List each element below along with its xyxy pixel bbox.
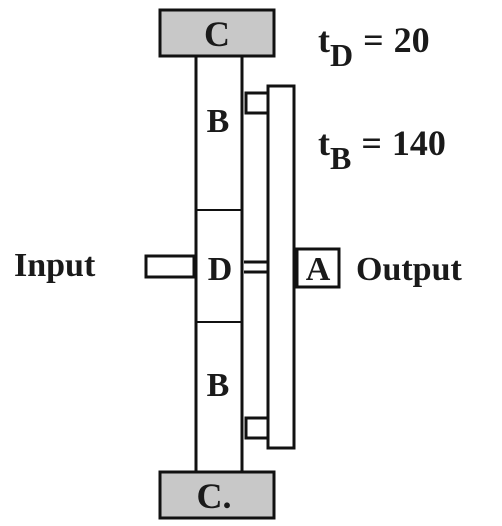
- teeth-d-equals: =: [363, 20, 384, 60]
- teeth-b-subscript: B: [330, 140, 351, 176]
- teeth-d-value: 20: [394, 20, 430, 60]
- lower-planet-label: B: [207, 367, 230, 404]
- teeth-b-value: 140: [392, 123, 446, 163]
- bottom-carrier-label: C.: [197, 476, 232, 516]
- ring-gear-label: A: [306, 251, 331, 288]
- teeth-d-symbol: t: [318, 20, 330, 60]
- top-carrier-label: C: [204, 14, 230, 54]
- upper-ring-connector: [244, 91, 270, 115]
- teeth-b-equals: =: [361, 123, 382, 163]
- input-label: Input: [14, 247, 96, 284]
- top-carrier: C: [158, 8, 276, 58]
- output-label: Output: [356, 251, 462, 288]
- bottom-carrier: C.: [158, 470, 276, 520]
- ring-gear-output: A Output: [295, 247, 462, 289]
- teeth-d-formula: tD =20: [318, 20, 430, 73]
- carrier-column: [194, 56, 244, 472]
- teeth-b-formula: tB =140: [318, 123, 446, 176]
- lower-ring-connector: [244, 416, 270, 440]
- teeth-d-subscript: D: [330, 37, 353, 73]
- input-shaft: Input: [14, 247, 196, 284]
- output-shaft: [244, 84, 296, 450]
- teeth-b-symbol: t: [318, 123, 330, 163]
- upper-planet-label: B: [207, 103, 230, 140]
- sun-gear-label: D: [208, 251, 233, 288]
